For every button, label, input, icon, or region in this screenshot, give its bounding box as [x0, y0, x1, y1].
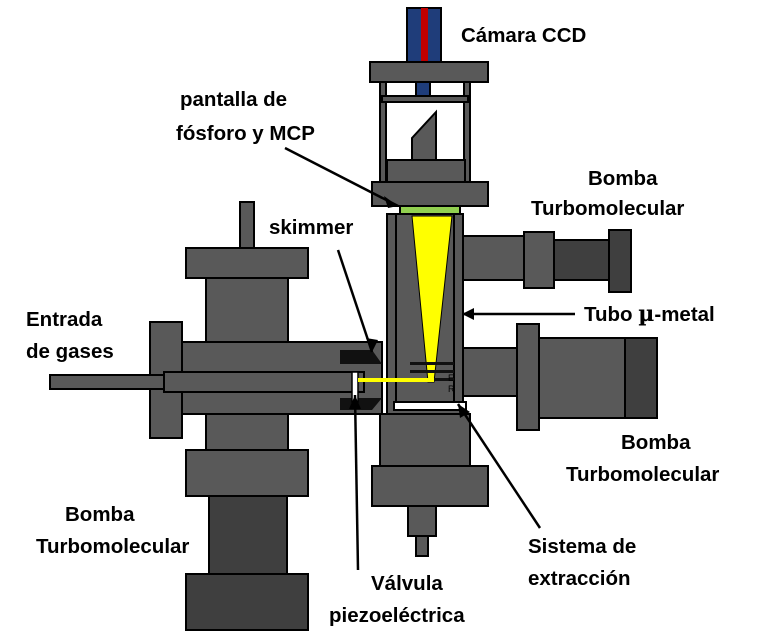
labels: Cámara CCD pantalla de fósforo y MCP Bom…	[26, 24, 719, 627]
pointer-phosphor	[284, 146, 399, 208]
label-skimmer: skimmer	[269, 216, 353, 239]
label-sistema-line2: extracción	[528, 567, 631, 590]
er-letters: E R	[448, 373, 455, 394]
extraction-bar	[393, 401, 467, 411]
letter-r: R	[448, 384, 455, 394]
label-camara-ccd: Cámara CCD	[461, 24, 586, 47]
turbo-pump-right	[461, 323, 658, 431]
label-tubo-mu-metal: Tubo µ-metal	[584, 301, 715, 327]
lower-flange	[371, 413, 489, 557]
label-valvula-line1: Válvula	[371, 572, 443, 595]
arrowhead-tubo	[462, 308, 474, 320]
label-bomba-left-line2: Turbomolecular	[36, 535, 189, 558]
turbo-pump-top	[461, 229, 632, 293]
arrowhead-phosphor	[384, 196, 398, 208]
label-bomba-top-line2: Turbomolecular	[531, 197, 684, 220]
label-entrada-line2: de gases	[26, 340, 114, 363]
label-bomba-right-line1: Bomba	[621, 431, 691, 454]
label-bomba-top-line1: Bomba	[588, 167, 658, 190]
arrowhead-sistema	[458, 404, 470, 418]
label-valvula-line2: piezoeléctrica	[329, 604, 465, 627]
arrowhead-skimmer	[366, 338, 378, 352]
arrowhead-valvula	[349, 395, 361, 409]
label-tubo-prefix: Tubo	[584, 303, 638, 326]
pointer-sistema	[456, 403, 542, 529]
source-chamber	[149, 201, 383, 497]
label-pantalla-line2: fósforo y MCP	[176, 122, 315, 145]
label-bomba-left-line1: Bomba	[65, 503, 135, 526]
label-sistema-line1: Sistema de	[528, 535, 636, 558]
pointer-valvula	[353, 394, 360, 571]
pointer-lines	[284, 146, 575, 571]
label-bomba-right-line2: Turbomolecular	[566, 463, 719, 486]
letter-e: E	[448, 373, 454, 383]
label-tubo-suffix: -metal	[654, 303, 714, 326]
arrow-heads	[349, 196, 474, 418]
turbo-pump-left	[185, 495, 309, 631]
label-tubo-mu: µ	[638, 301, 654, 327]
pointer-skimmer	[336, 249, 374, 353]
label-entrada-line1: Entrada	[26, 308, 103, 331]
label-pantalla-line1: pantalla de	[180, 88, 287, 111]
gas-inlet	[49, 371, 365, 393]
molecular-beam	[358, 378, 434, 382]
